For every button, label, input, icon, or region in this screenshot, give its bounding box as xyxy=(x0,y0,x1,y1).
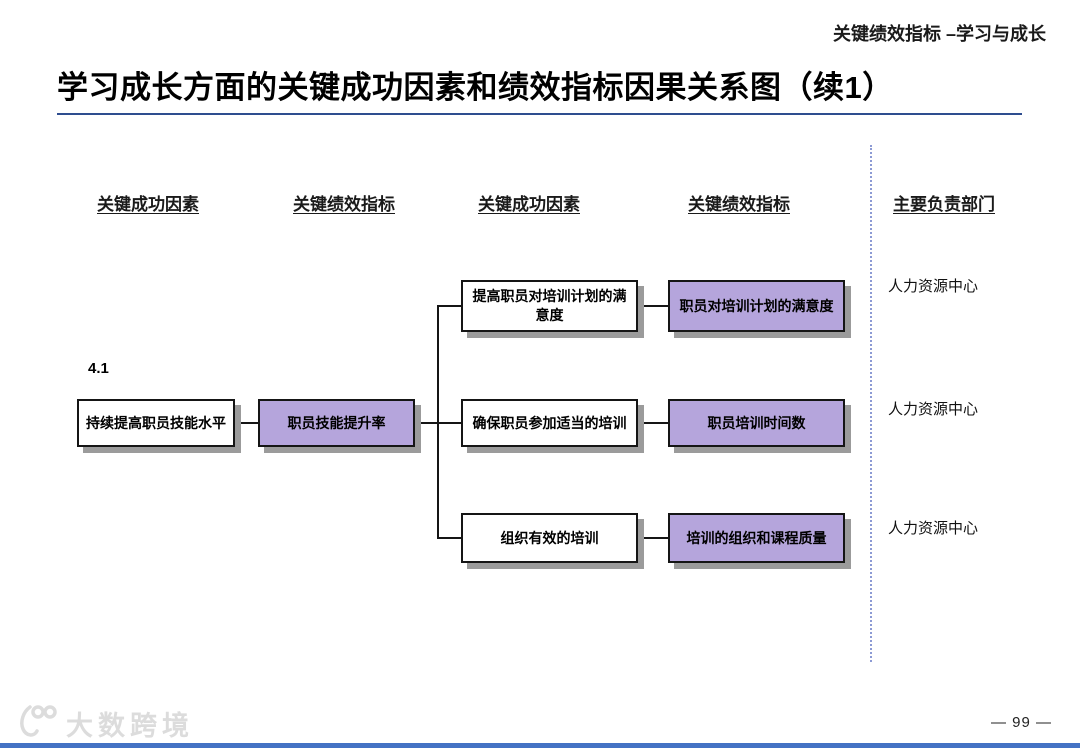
page-number: — 99 — xyxy=(990,714,1052,731)
watermark-logo: 大数跨境 xyxy=(16,700,194,747)
dashed-column-divider xyxy=(870,145,872,662)
csf-box-row3: 组织有效的培训 xyxy=(461,513,638,563)
logo-icon xyxy=(16,700,58,747)
column-header-kpi-1: 关键绩效指标 xyxy=(293,195,395,214)
dept-label-row3: 人力资源中心 xyxy=(888,520,979,537)
csf-box-row2: 确保职员参加适当的培训 xyxy=(461,399,638,447)
column-header-dept: 主要负责部门 xyxy=(893,195,995,214)
connector-line xyxy=(638,305,668,307)
dept-label-row1: 人力资源中心 xyxy=(888,278,979,295)
slide-section-tag: 关键绩效指标 –学习与成长 xyxy=(832,24,1046,44)
column-header-csf-1: 关键成功因素 xyxy=(97,195,199,214)
connector-line xyxy=(437,537,461,539)
kpi-box-row2: 职员培训时间数 xyxy=(668,399,845,447)
branch-vertical-line xyxy=(437,305,439,539)
kpi-box-row3: 培训的组织和课程质量 xyxy=(668,513,845,563)
kpi-box-root: 职员技能提升率 xyxy=(258,399,415,447)
page-title: 学习成长方面的关键成功因素和绩效指标因果关系图（续1） xyxy=(57,70,894,105)
column-header-kpi-2: 关键绩效指标 xyxy=(688,195,790,214)
connector-line xyxy=(437,305,461,307)
section-number: 4.1 xyxy=(88,360,109,377)
footer-accent-bar xyxy=(0,743,1080,748)
csf-box-root: 持续提高职员技能水平 xyxy=(77,399,235,447)
column-header-csf-2: 关键成功因素 xyxy=(478,195,580,214)
kpi-box-row1: 职员对培训计划的满意度 xyxy=(668,280,845,332)
title-underline xyxy=(57,113,1022,115)
logo-text: 大数跨境 xyxy=(66,711,194,741)
connector-line xyxy=(638,422,668,424)
csf-box-row1: 提高职员对培训计划的满意度 xyxy=(461,280,638,332)
connector-line xyxy=(235,422,258,424)
connector-line xyxy=(638,537,668,539)
dept-label-row2: 人力资源中心 xyxy=(888,401,979,418)
